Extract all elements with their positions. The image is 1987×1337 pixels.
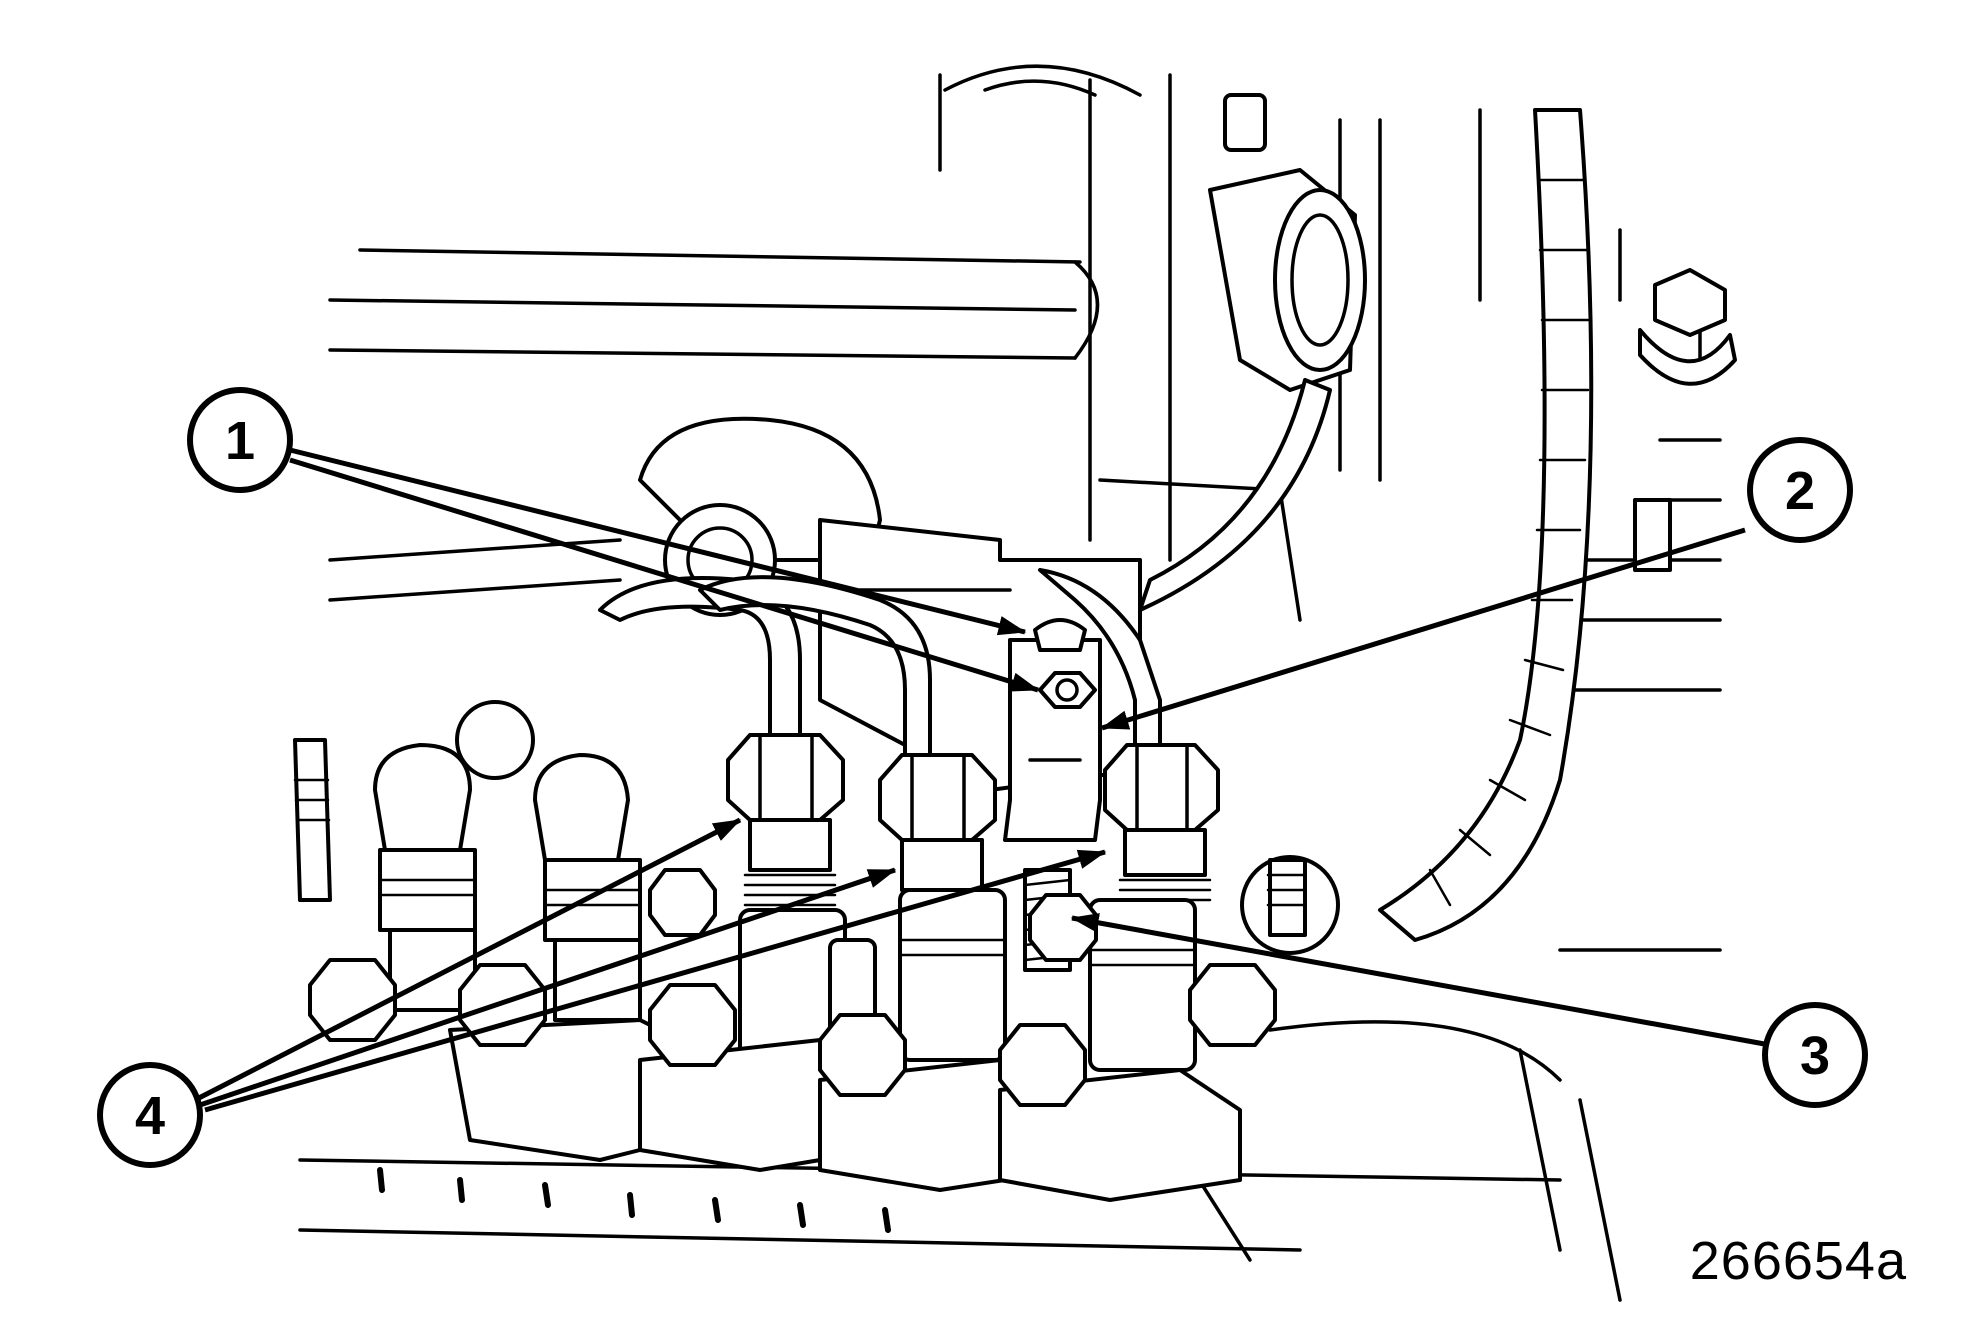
pulley [943,64,1267,152]
leader-4c [204,849,1107,1113]
callout-1: 1 [187,387,293,493]
hold-down-clamps [308,868,1277,1202]
callout-2-number: 2 [1785,461,1815,521]
injector-nut-2 [878,753,997,892]
callout-2: 2 [1747,437,1853,543]
leader-2 [1100,527,1746,731]
leader-1a [289,447,1027,636]
injector-nut-1 [726,733,845,907]
delivery-valve-caps [373,700,642,1022]
bracket-boss [1208,168,1367,392]
leader-4b [199,867,897,1108]
leader-4a [193,817,742,1103]
injector-nut-3 [1103,743,1220,902]
left-small-bolt [293,738,332,902]
right-bolt [1633,268,1737,572]
leader-3 [1070,913,1771,1048]
callout-4-number: 4 [135,1086,165,1146]
wiring-loom [1378,108,1594,942]
leader-1b [289,457,1040,693]
callout-3: 3 [1762,1002,1868,1108]
leader-lines [193,447,1771,1113]
figure-reference-code: 266654a [1689,1231,1907,1291]
line-clamp [1003,618,1102,842]
callout-3-number: 3 [1800,1026,1830,1086]
rib-marks [377,1167,891,1233]
callout-4: 4 [97,1062,203,1168]
banjo-fitting [1240,855,1340,955]
callout-1-number: 1 [225,411,255,471]
